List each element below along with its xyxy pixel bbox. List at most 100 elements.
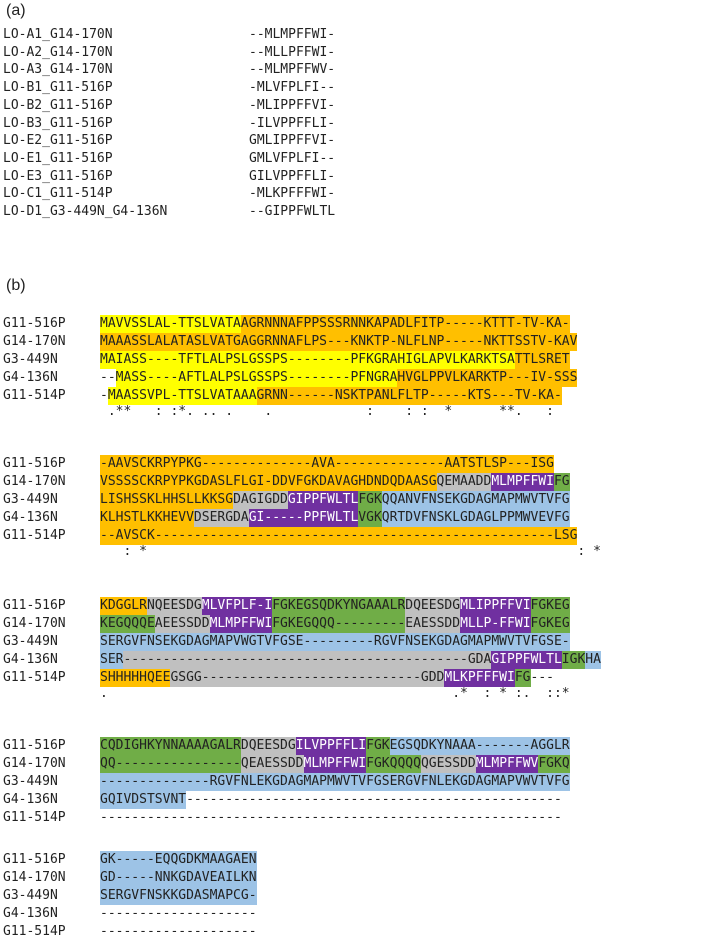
- residue-segment: VSSSSCKRPYPKGDASLFLGI-DDVFGKDAVAGHDNDQDA…: [100, 473, 437, 491]
- residue-segment: QQANVFNSEKGDAGMAPMWVTVFG: [381, 491, 570, 509]
- sequence-residues: --MLMPFFWV-: [249, 62, 336, 78]
- sequence-name: G4-136N: [3, 370, 58, 385]
- part-a-label: (a): [6, 2, 26, 19]
- residue-segment: FGKEGSQDKYNGAAALR: [272, 597, 406, 615]
- residue-segment: --------------RGVFNLEKGDAGMAPMWVTVFGSERG…: [100, 773, 570, 791]
- sequence-residues: --MLMPFFWI-: [249, 27, 336, 42]
- residue-segment: DQEESDG: [240, 737, 296, 755]
- sequence-name: G14-170N: [3, 870, 66, 885]
- sequence-residues: SERGVFNSKKGDASMAPCG-: [100, 887, 257, 905]
- sequence-name: G3-449N: [3, 774, 58, 789]
- residue-segment: EAESSDD: [405, 615, 461, 633]
- residue-segment: ----------------------------------------…: [100, 810, 562, 825]
- residue-segment: GRNN------NSKTPANLFLTP-----KTS---TV-KA-: [256, 387, 562, 405]
- residue-segment: FGK: [358, 491, 382, 509]
- residue-segment: CQDIGHKYNNAAAAGALR: [100, 737, 241, 755]
- residue-segment: QEAESSDD: [240, 755, 304, 773]
- residue-segment: DQEESDG: [405, 597, 461, 615]
- residue-segment: TTLSRET: [514, 351, 570, 369]
- residue-segment: GQIVDSTSVNT: [100, 791, 187, 809]
- residue-segment: GIPPFWLTL: [491, 651, 562, 669]
- sequence-name: G4-136N: [3, 792, 58, 807]
- sequence-name: G4-136N: [3, 906, 58, 921]
- residue-segment: HVGLPPVLKARKTP---IV-SSS: [397, 369, 578, 387]
- residue-segment: ----------------------------------------…: [186, 792, 562, 807]
- sequence-residues: GMLIPPFFVI-: [249, 133, 336, 149]
- residue-segment: EGSQDKYNAAA-------AGGLR: [389, 737, 570, 755]
- residue-segment: FGKEG: [530, 597, 570, 615]
- sequence-residues: GILVPPFFLI-: [249, 168, 336, 184]
- sequence-residues: KEGQQQEAEESSDDMLMPFFWIFGKEGQQQ---------E…: [100, 615, 570, 633]
- residue-segment: AEESSDD: [154, 615, 210, 633]
- sequence-residues: -MLVFPLFI--: [249, 80, 336, 96]
- sequence-residues: ----------------------------------------…: [100, 809, 562, 827]
- residue-segment: MAIASS----TFTLALPSLGSSPS--------PFKGRAHI…: [100, 351, 515, 369]
- sequence-name: LO-C1_G11-514P: [3, 186, 113, 202]
- sequence-residues: -MLKPFFFWI-: [249, 186, 336, 202]
- residue-segment: SERGVFNSKKGDASMAPCG-: [100, 887, 257, 905]
- residue-segment: SER: [100, 651, 124, 669]
- sequence-name: G11-514P: [3, 810, 66, 825]
- residue-segment: GSGG----------------------------GDD: [170, 669, 445, 687]
- sequence-name: LO-B3_G11-516P: [3, 115, 113, 131]
- residue-segment: NQEESDG: [146, 597, 202, 615]
- sequence-residues: KLHSTLKKHEVVDSERGDAGI-----PPFWLTLVGKQRTD…: [100, 509, 570, 527]
- sequence-residues: --------------------: [100, 905, 257, 923]
- sequence-name: G11-516P: [3, 738, 66, 753]
- residue-segment: MLVFPLF-I: [201, 597, 273, 615]
- sequence-name: G4-136N: [3, 510, 58, 525]
- sequence-name: G11-516P: [3, 316, 66, 331]
- residue-segment: SHHHHHQEE: [100, 669, 171, 687]
- residue-segment: MLMPFFWI: [209, 615, 273, 633]
- residue-segment: MLIPPFFVI: [460, 597, 531, 615]
- residue-segment: QQ----------------: [100, 755, 241, 773]
- residue-segment: ILVPPFFLI: [295, 737, 367, 755]
- sequence-residues: SER-------------------------------------…: [100, 651, 601, 669]
- sequence-residues: SHHHHHQEEGSGG---------------------------…: [100, 669, 554, 687]
- sequence-name: G3-449N: [3, 634, 58, 649]
- sequence-residues: MAAASSLALATASLVATGAGGRNNAFLPS---KNKTP-NL…: [100, 333, 578, 351]
- residue-segment: FGKEG: [530, 615, 570, 633]
- sequence-name: LO-B2_G11-516P: [3, 97, 113, 113]
- sequence-name: G11-514P: [3, 388, 66, 403]
- sequence-residues: KDGGLRNQEESDGMLVFPLF-IFGKEGSQDKYNGAAALRD…: [100, 597, 570, 615]
- sequence-name: LO-A2_G14-170N: [3, 44, 113, 60]
- sequence-name: G14-170N: [3, 474, 66, 489]
- residue-segment: MAASSVPL-TTSLVATAAA: [107, 387, 257, 405]
- sequence-name: G11-516P: [3, 598, 66, 613]
- sequence-residues: QQ----------------QEAESSDDMLMPFFWIFGKQQQ…: [100, 755, 570, 773]
- residue-segment: KLHSTLKKHEVV: [100, 509, 194, 527]
- residue-segment: DSERGDA: [193, 509, 249, 527]
- sequence-residues: CQDIGHKYNNAAAAGALRDQEESDGILVPPFFLIFGKEGS…: [100, 737, 570, 755]
- residue-segment: VGK: [358, 509, 382, 527]
- sequence-name: LO-A3_G14-170N: [3, 62, 113, 78]
- sequence-residues: GQIVDSTSVNT-----------------------------…: [100, 791, 562, 809]
- sequence-residues: VSSSSCKRPYPKGDASLFLGI-DDVFGKDAVAGHDNDQDA…: [100, 473, 570, 491]
- sequence-residues: GMLVFPLFI--: [249, 150, 336, 166]
- consensus-line: .** : :*. .. . . : : : * **. :: [100, 404, 554, 419]
- residue-segment: GK-----EQQGDKMAAGAEN: [100, 851, 257, 869]
- residue-segment: ---: [530, 670, 554, 685]
- residue-segment: SERGVFNSEKGDAGMAPVWGTVFGSE---------RGVFN…: [100, 633, 570, 651]
- sequence-name: LO-E3_G11-516P: [3, 168, 113, 184]
- sequence-name: LO-E1_G11-516P: [3, 150, 113, 166]
- sequence-name: G14-170N: [3, 756, 66, 771]
- sequence-residues: -MLIPPFFVI-: [249, 97, 336, 113]
- sequence-name: G11-514P: [3, 670, 66, 685]
- residue-segment: FGK: [366, 737, 390, 755]
- residue-segment: FG: [514, 669, 531, 687]
- residue-segment: MASS----AFTLALPSLGSSPS--------PFNGRA: [115, 369, 398, 387]
- residue-segment: GD-----NNKGDAVEAILKN: [100, 869, 257, 887]
- sequence-residues: GD-----NNKGDAVEAILKN: [100, 869, 257, 887]
- consensus-line: . .* : * :. ::*: [100, 686, 570, 701]
- sequence-residues: --------------------: [100, 923, 257, 941]
- residue-segment: -: [100, 388, 108, 403]
- residue-segment: --: [100, 370, 116, 385]
- sequence-residues: --MLLPFFWI-: [249, 44, 336, 60]
- residue-segment: GIPPFWLTL: [287, 491, 359, 509]
- sequence-residues: -ILVPPFFLI-: [249, 115, 336, 131]
- sequence-name: LO-E2_G11-516P: [3, 133, 113, 149]
- residue-segment: MLKPFFFWI: [444, 669, 515, 687]
- part-b-label: (b): [6, 277, 26, 294]
- sequence-name: G4-136N: [3, 652, 58, 667]
